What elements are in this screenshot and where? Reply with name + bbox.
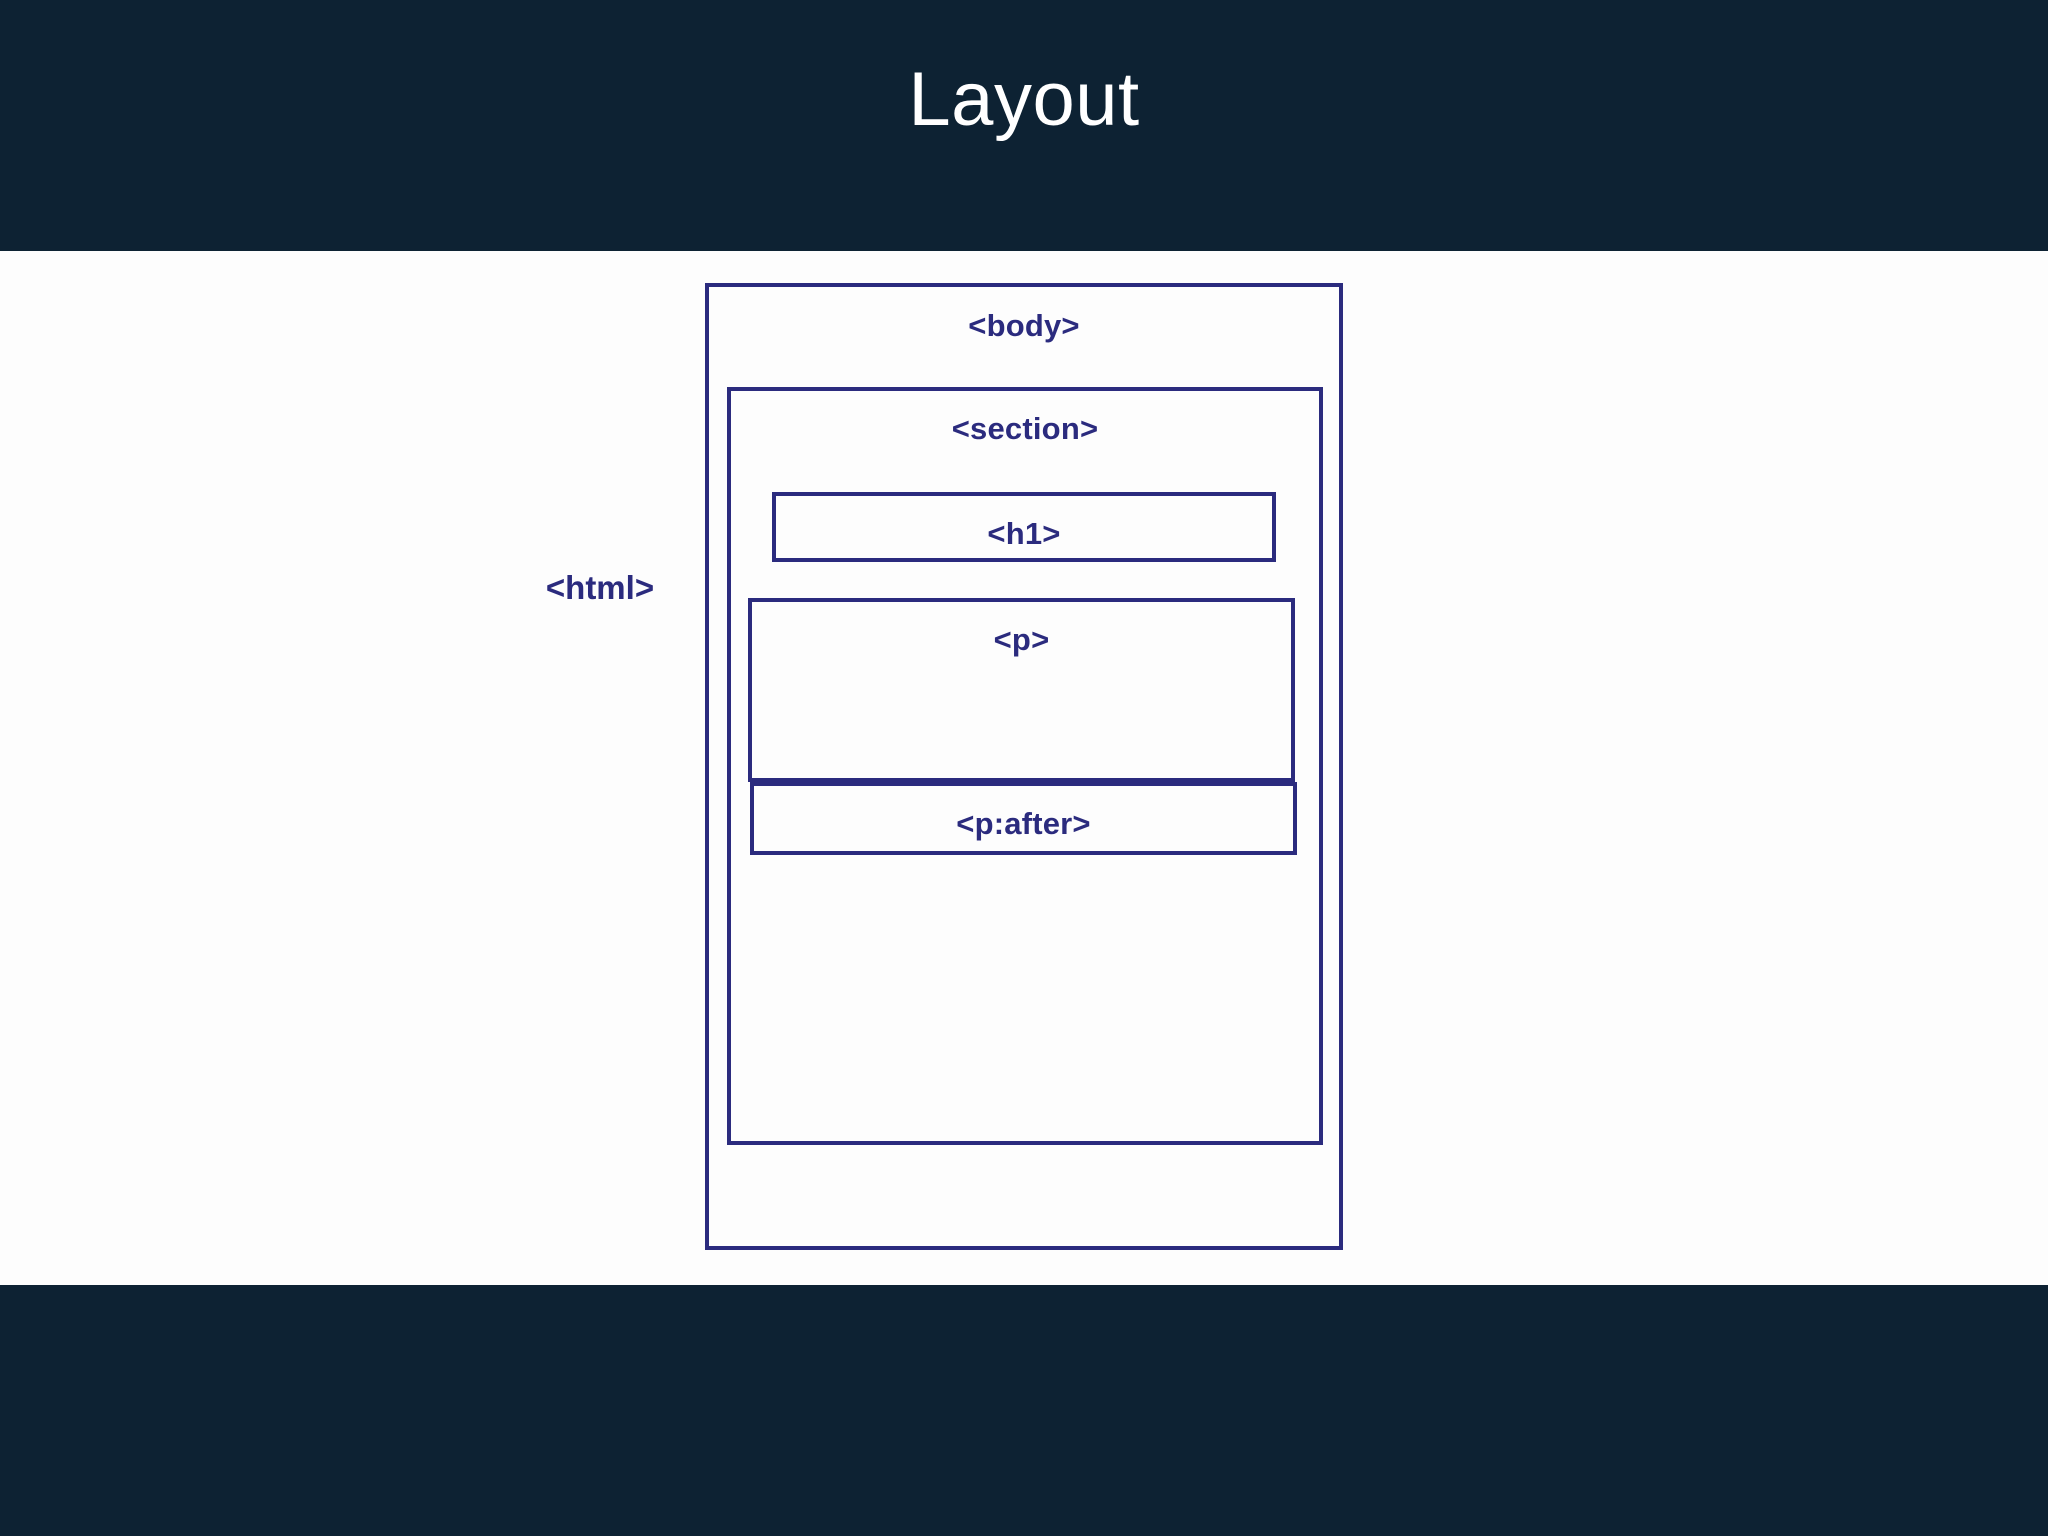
diagram-label-h1: <h1> [987, 516, 1061, 551]
diagram-label-section: <section> [951, 411, 1099, 446]
page-title: Layout [908, 56, 1140, 142]
diagram-label-p: <p> [993, 622, 1050, 657]
top-bar [0, 0, 2048, 251]
diagram-label-html: <html> [545, 569, 655, 606]
diagram-box-body: <body> [705, 283, 1343, 1250]
diagram-box-p-after: <p:after> [750, 782, 1297, 855]
diagram-label-body: <body> [968, 308, 1080, 343]
diagram-box-section: <section> [727, 387, 1323, 1145]
diagram-canvas: <html> <body> <section> <h1> <p> <p:afte… [0, 251, 2048, 1285]
diagram-box-p: <p> [748, 598, 1295, 782]
diagram-box-h1: <h1> [772, 492, 1276, 562]
bottom-bar [0, 1285, 2048, 1536]
diagram-label-p-after: <p:after> [956, 806, 1091, 841]
